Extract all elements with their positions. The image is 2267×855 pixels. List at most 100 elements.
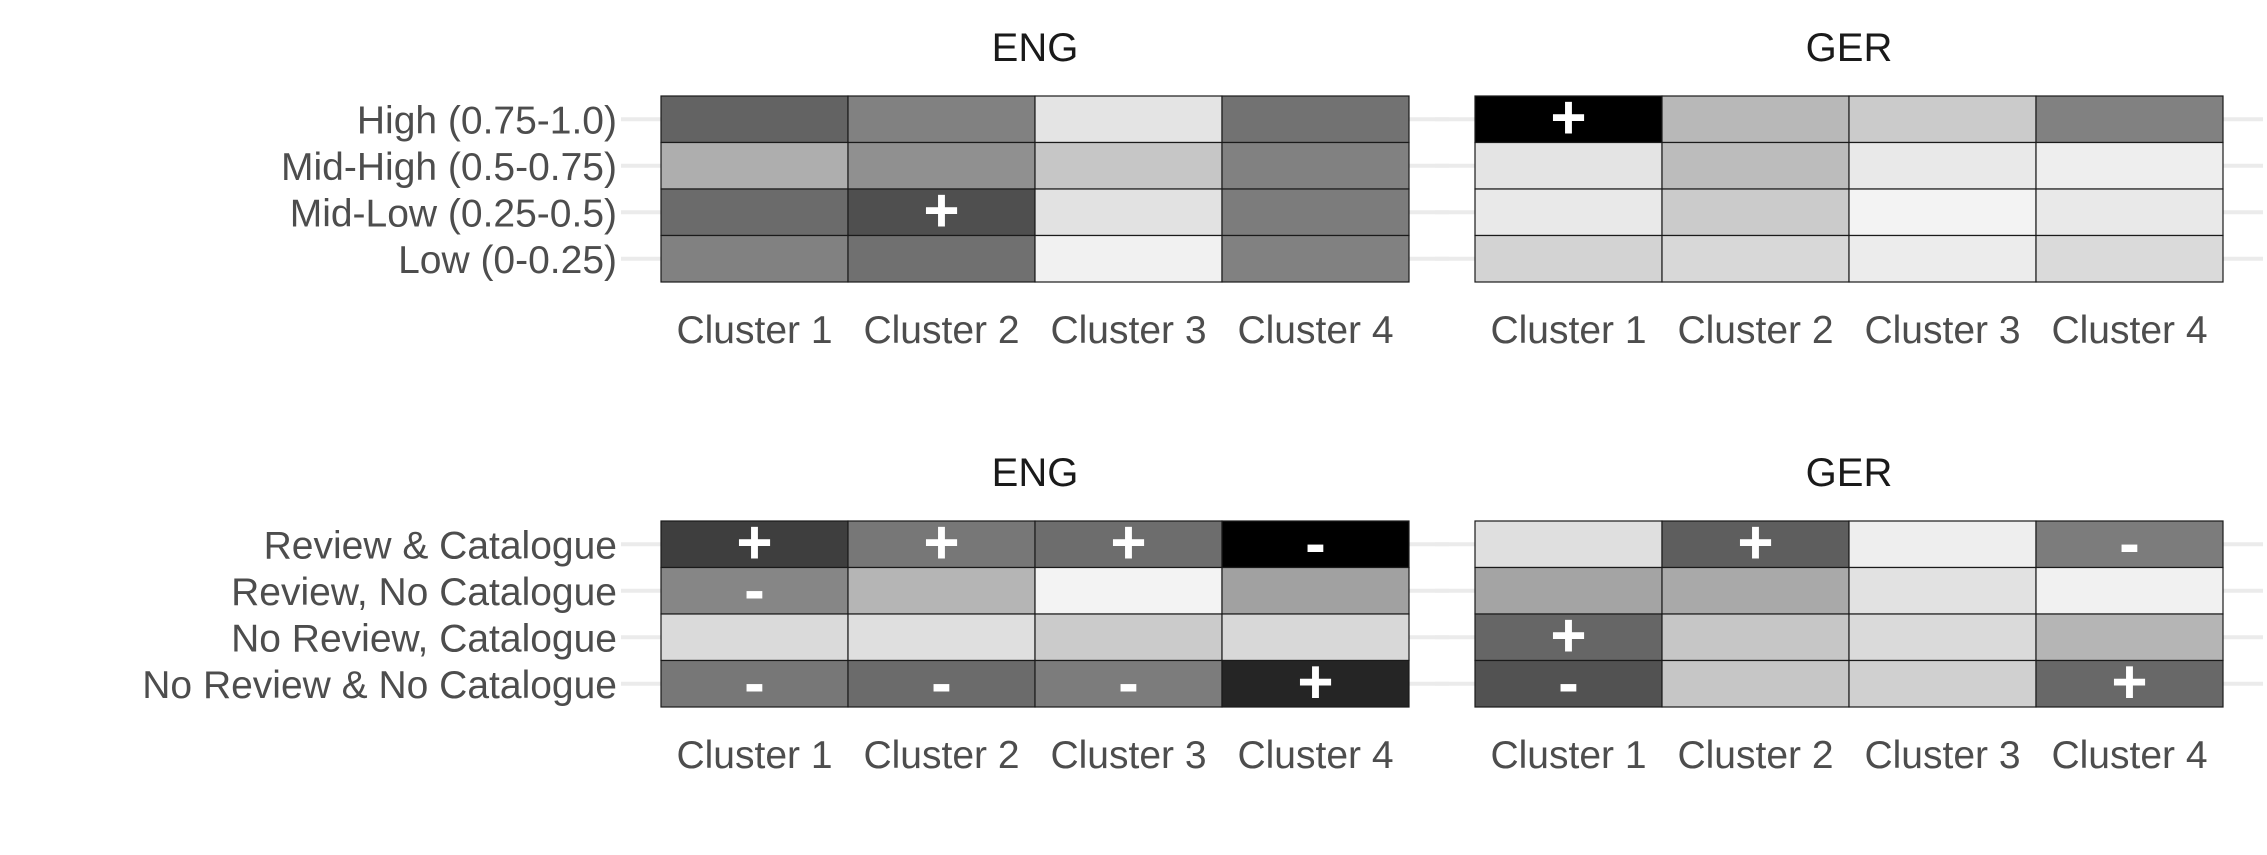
x-tick-label: Cluster 2 (863, 734, 1019, 777)
significance-marker-plus: + (923, 176, 959, 245)
heatmap-cell (847, 566, 1036, 615)
heatmap-cell (1474, 141, 1663, 190)
heatmap-cell (847, 95, 1036, 144)
y-tick-label: High (0.75-1.0) (357, 99, 617, 142)
x-tick-label: Cluster 4 (1237, 309, 1393, 352)
heatmap-cell (847, 234, 1036, 283)
heatmap-cell (1661, 188, 1850, 237)
heatmap-cell (1034, 141, 1223, 190)
x-tick-label: Cluster 3 (1050, 309, 1206, 352)
x-tick-label: Cluster 1 (1490, 734, 1646, 777)
heatmap-cell (1661, 234, 1850, 283)
significance-marker-plus: + (2111, 648, 2147, 717)
heatmap-cell (2035, 95, 2224, 144)
y-tick-label: No Review, Catalogue (231, 617, 617, 660)
heatmap-cell (1221, 659, 1410, 708)
heatmap-cell (1661, 520, 1850, 569)
heatmap-cell (2035, 659, 2224, 708)
heatmap-cell (2035, 613, 2224, 662)
x-tick-label: Cluster 1 (676, 734, 832, 777)
significance-marker-plus: + (1550, 601, 1586, 670)
y-tick-label: Review, No Catalogue (231, 571, 617, 614)
heatmap-cell (1221, 141, 1410, 190)
heatmap-cell (1221, 95, 1410, 144)
y-tick-label: No Review & No Catalogue (142, 664, 617, 707)
significance-marker-plus: + (1550, 83, 1586, 152)
heatmap-cell (1848, 188, 2037, 237)
heatmap-cell (1034, 566, 1223, 615)
heatmap-cell (1474, 188, 1663, 237)
heatmap-cell (1661, 141, 1850, 190)
significance-marker-plus: + (1737, 508, 1773, 577)
heatmap-cell (1221, 613, 1410, 662)
heatmap-cell (1474, 234, 1663, 283)
x-tick-label: Cluster 2 (1677, 309, 1833, 352)
panel-title: GER (1806, 26, 1893, 70)
heatmap-cell (1034, 659, 1223, 708)
heatmap-cell (1034, 95, 1223, 144)
heatmap-cell (660, 95, 849, 144)
heatmap-cell (2035, 566, 2224, 615)
heatmap-cell (1474, 659, 1663, 708)
x-tick-label: Cluster 2 (1677, 734, 1833, 777)
heatmap-cell (1661, 566, 1850, 615)
significance-marker-minus: - (744, 556, 765, 625)
significance-marker-minus: - (744, 649, 765, 718)
heatmap-cell (1034, 234, 1223, 283)
significance-marker-minus: - (1118, 649, 1139, 718)
heatmap-cell (1221, 520, 1410, 569)
x-tick-label: Cluster 3 (1050, 734, 1206, 777)
heatmap-cell (1848, 566, 2037, 615)
heatmap-cell (2035, 141, 2224, 190)
significance-marker-plus: + (923, 508, 959, 577)
x-tick-label: Cluster 4 (1237, 734, 1393, 777)
y-tick-label: Review & Catalogue (264, 524, 617, 567)
y-tick-label: Mid-Low (0.25-0.5) (290, 192, 617, 235)
x-tick-label: Cluster 2 (863, 309, 1019, 352)
significance-marker-minus: - (1558, 649, 1579, 718)
heatmap-cell (660, 566, 849, 615)
heatmap-cell (1848, 234, 2037, 283)
y-tick-label: Mid-High (0.5-0.75) (281, 146, 617, 189)
heatmap-cell (660, 613, 849, 662)
heatmap-cell (660, 141, 849, 190)
significance-marker-minus: - (1305, 509, 1326, 578)
x-tick-label: Cluster 4 (2051, 734, 2207, 777)
x-tick-label: Cluster 3 (1864, 734, 2020, 777)
significance-marker-minus: - (2119, 509, 2140, 578)
heatmap-cell (1221, 188, 1410, 237)
x-tick-label: Cluster 1 (1490, 309, 1646, 352)
heatmap-cell (847, 613, 1036, 662)
heatmap-cell (1661, 659, 1850, 708)
heatmap-cell (1034, 188, 1223, 237)
heatmap-cell (1221, 234, 1410, 283)
heatmap-cell (1848, 613, 2037, 662)
heatmap-cell (1221, 566, 1410, 615)
heatmap-cell (1661, 95, 1850, 144)
significance-marker-plus: + (736, 508, 772, 577)
heatmap-cell (660, 659, 849, 708)
heatmap-cell (1848, 141, 2037, 190)
heatmap-cell (660, 520, 849, 569)
heatmap-cell (2035, 520, 2224, 569)
heatmap-cell (660, 188, 849, 237)
heatmap-cell (847, 141, 1036, 190)
heatmap-cell (1848, 95, 2037, 144)
y-tick-label: Low (0-0.25) (398, 239, 617, 282)
heatmap-cell (1034, 613, 1223, 662)
significance-marker-plus: + (1110, 508, 1146, 577)
heatmap-cell (1848, 659, 2037, 708)
heatmap-cell (2035, 188, 2224, 237)
heatmap-cell (660, 234, 849, 283)
heatmap-cell (2035, 234, 2224, 283)
panel-title: GER (1806, 451, 1893, 495)
heatmap-cell (1661, 613, 1850, 662)
x-tick-label: Cluster 3 (1864, 309, 2020, 352)
significance-marker-minus: - (931, 649, 952, 718)
